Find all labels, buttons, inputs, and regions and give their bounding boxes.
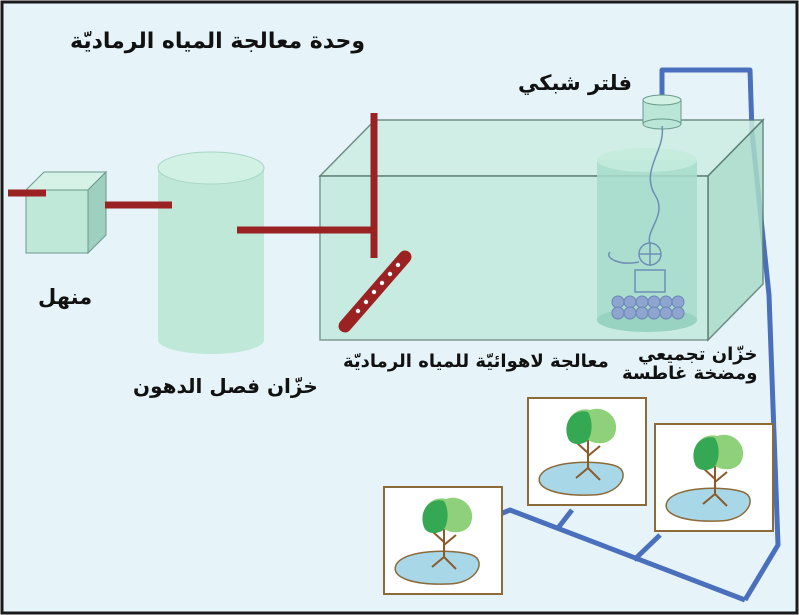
grease-tank-label: خزّان فصل الدهون [133,374,318,398]
submersible-pump-icon [607,125,666,293]
mesh-filter [642,94,682,130]
plant-panel-3 [654,423,774,532]
diagram-title: وحدة معالجة المياه الرماديّة [70,29,366,54]
pump-stones [611,295,685,320]
plant-panel-1 [383,486,503,595]
collection-tank-label-line2: ومضخة غاطسة [622,362,758,384]
manhole-label: منهل [38,285,93,309]
anaerobic-treatment-label: معالجة لاهوائيّة للمياه الرماديّة [343,351,609,372]
manhole [24,170,108,255]
diffuser-pipe [338,250,412,333]
grease-separation-tank [157,151,265,354]
collection-tank-label-line1: خزّان تجميعي [637,344,758,365]
mesh-filter-label: فلتر شبكي [518,71,632,95]
inlet-pipes [8,113,378,258]
plant-panel-2 [527,397,647,506]
collection-tank-label: خزّان تجميعي ومضخة غاطسة [622,344,758,384]
